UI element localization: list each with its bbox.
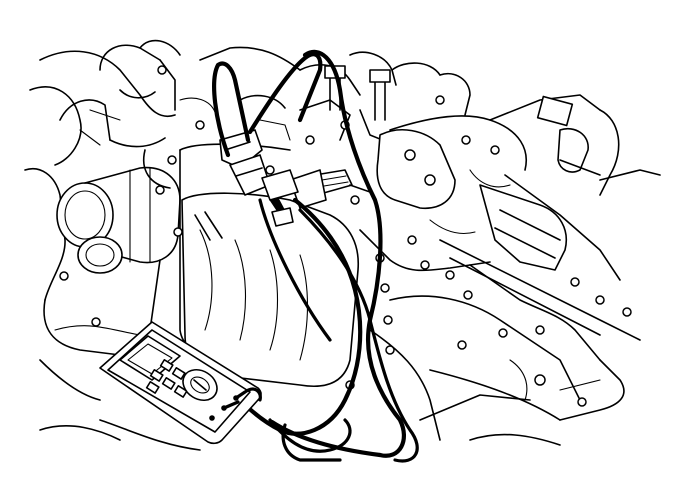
alligator-clips <box>219 129 299 227</box>
valve-cover <box>59 99 171 189</box>
mounting-bracket <box>376 95 661 341</box>
test-probe-leads <box>212 49 419 463</box>
central-housing <box>181 192 360 387</box>
intake-manifold <box>99 39 471 146</box>
digital-multimeter <box>99 321 262 445</box>
starter-motor <box>56 166 181 274</box>
lower-structure <box>39 359 601 451</box>
